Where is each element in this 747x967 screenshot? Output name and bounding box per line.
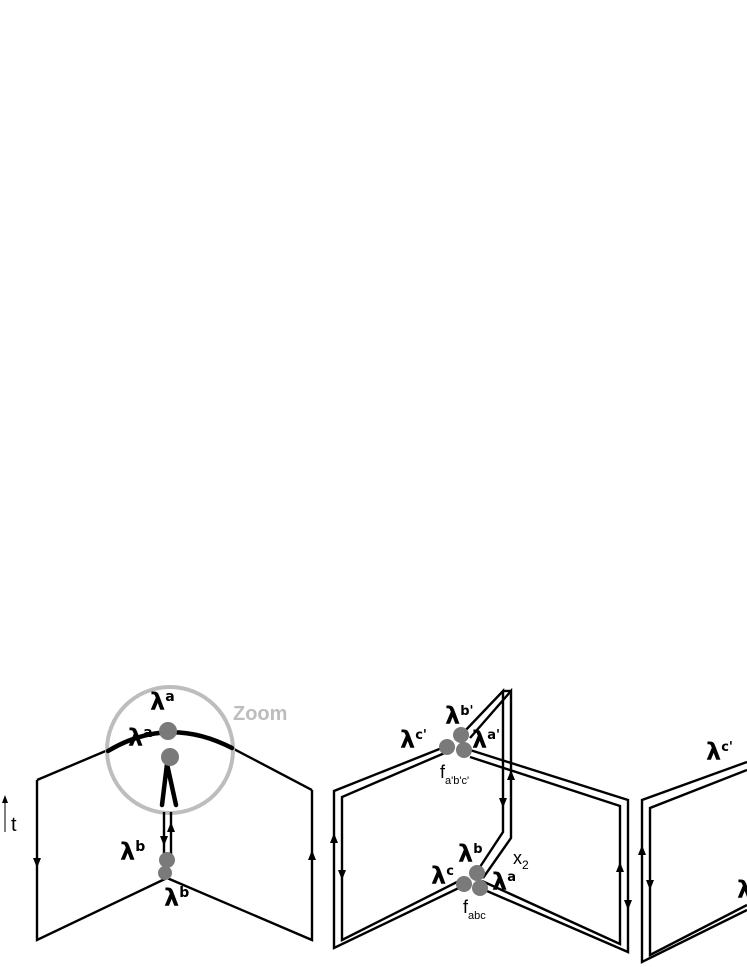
label-lambda-a-top: λa [150, 688, 175, 716]
label-lambda-c-prime: λc' [400, 726, 427, 754]
vertex-dot-mid [159, 852, 175, 868]
mid-left-sheet-inner [340, 750, 462, 942]
mid-vertical-arrow-up [507, 770, 515, 780]
mid-right-arrow-up [616, 862, 624, 872]
panel-left: Zoom λa λa λb λb [33, 685, 316, 942]
upper-vertex-dot-c [439, 739, 455, 755]
mid-right-sheet-inner [469, 755, 622, 946]
label-f-lower-vertex: fabc [463, 897, 486, 922]
label-f-upper-vertex: fa'b'c' [440, 762, 469, 787]
label-lambda-b-mid: λb [120, 838, 145, 866]
label-x2: x2 [513, 848, 529, 872]
label-lambda-b-prime: λb' [445, 702, 473, 730]
lower-vertex-dot-b [469, 865, 485, 881]
vertex-dot-top [159, 722, 177, 740]
lower-vertex-dot-a [472, 880, 488, 896]
mid-right-sheet-outer [469, 748, 630, 954]
panel-right: λc' λ [638, 738, 747, 964]
zoom-inner-fold [159, 763, 179, 808]
time-axis-arrowhead [2, 795, 8, 803]
left-edge-arrow-down [33, 858, 41, 868]
left-sheet-top-right-edge [231, 746, 313, 792]
stem-arrow-down [160, 836, 168, 846]
label-lambda-c-prime-right: λc' [706, 738, 733, 766]
label-lambda-a: λa [492, 868, 516, 896]
mid-left-sheet-outer [332, 744, 466, 950]
right-sheet-inner [648, 768, 747, 957]
mid-left-arrow-up [330, 833, 338, 843]
zoom-label: Zoom [233, 703, 287, 725]
stem-arrow-up [167, 822, 175, 832]
mid-vertical-sheet-inner [469, 687, 513, 879]
label-lambda-right-lower: λ [737, 876, 747, 904]
label-lambda-b: λb [458, 840, 483, 868]
mid-left-arrow-down [338, 870, 346, 880]
right-sheet-outer [640, 760, 747, 964]
right-sheet-arrow-down [646, 880, 654, 890]
upper-vertex-dot-b [453, 727, 469, 743]
mid-right-arrow-down [624, 900, 632, 910]
time-axis: t [2, 795, 17, 836]
time-axis-label: t [11, 814, 17, 836]
left-sheet-top-left-edge [36, 748, 109, 782]
mid-vertical-sheet-outer [462, 688, 505, 874]
mid-vertical-arrow-down [499, 798, 507, 808]
vertex-dot-bottom [158, 866, 172, 880]
right-edge-arrow-up [308, 850, 316, 860]
upper-vertex-dot-a [456, 742, 472, 758]
vertex-dot-inner [161, 748, 179, 766]
label-lambda-a-inner: λa [128, 724, 153, 752]
label-lambda-a-prime: λa' [472, 726, 500, 754]
label-lambda-b-bottom: λb [164, 884, 189, 912]
panel-middle: λc' λb' λa' fa'b'c' λc λb λa fabc x2 [330, 687, 632, 954]
right-sheet-arrow-up [638, 845, 646, 855]
lower-vertex-dot-c [456, 876, 472, 892]
label-lambda-c: λc [431, 862, 454, 890]
